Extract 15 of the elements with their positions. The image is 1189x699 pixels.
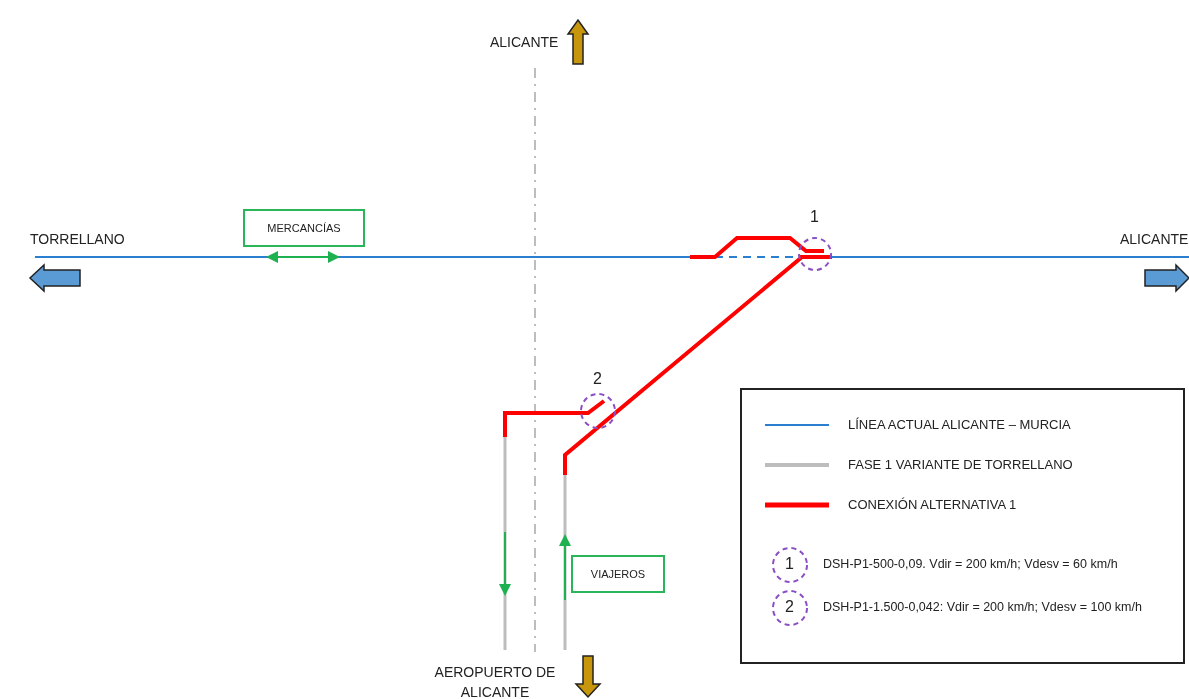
place-name: AEROPUERTO DE ALICANTE (433, 663, 557, 699)
place-name: ALICANTE (490, 34, 559, 50)
text-box: VIAJEROS (571, 555, 665, 593)
legend-number: 2 (785, 598, 794, 616)
callout-number: 1 (810, 208, 819, 226)
legend-text: DSH-P1-500-0,09. Vdir = 200 km/h; Vdesv = 60 km/h (823, 557, 1118, 571)
place-name: ALICANTE (1120, 231, 1189, 247)
legend-text: LÍNEA ACTUAL ALICANTE – MURCIA (848, 417, 1071, 432)
place-name: TORRELLANO (30, 231, 125, 247)
legend-text: CONEXIÓN ALTERNATIVA 1 (848, 497, 1017, 512)
text-box: MERCANCÍAS (243, 209, 365, 247)
legend-text: FASE 1 VARIANTE DE TORRELLANO (848, 457, 1073, 472)
legend-text: DSH-P1-1.500-0,042: Vdir = 200 km/h; Vdesv = 100 km/h (823, 600, 1142, 614)
callout-number: 2 (593, 370, 602, 388)
legend-number: 1 (785, 555, 794, 573)
